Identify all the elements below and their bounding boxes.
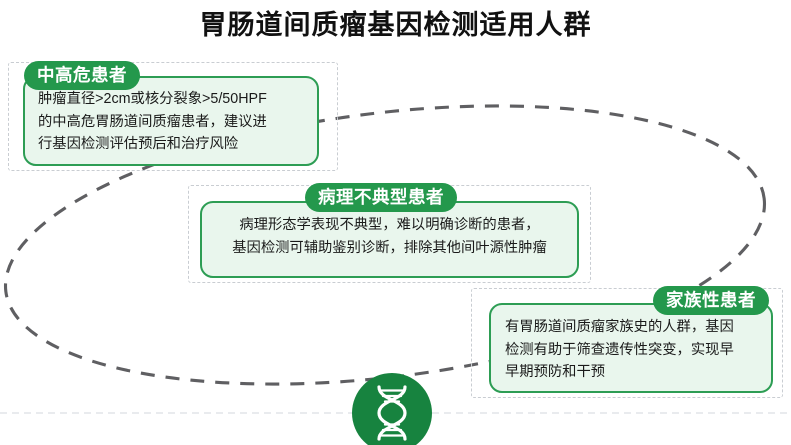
dna-helix-icon — [352, 373, 432, 445]
card-dashed-boundary — [8, 62, 338, 171]
card-body-text: 有胃肠道间质瘤家族史的人群，基因 检测有助于筛查遗传性突变，实现早 早期预防和干… — [489, 303, 773, 393]
dna-helix-glyph — [377, 385, 407, 441]
card-group-high-risk: 肿瘤直径>2cm或核分裂象>5/50HPF 的中高危胃肠道间质瘤患者，建议进 行… — [8, 61, 338, 171]
card-badge-atypical-pathology[interactable]: 病理不典型患者 — [305, 183, 457, 212]
card-body-text: 肿瘤直径>2cm或核分裂象>5/50HPF 的中高危胃肠道间质瘤患者，建议进 行… — [23, 76, 319, 166]
card-group-familial: 有胃肠道间质瘤家族史的人群，基因 检测有助于筛查遗传性突变，实现早 早期预防和干… — [471, 286, 783, 398]
card-dashed-boundary — [471, 288, 783, 398]
card-body-text: 病理形态学表现不典型，难以明确诊断的患者， 基因检测可辅助鉴别诊断，排除其他间叶… — [200, 201, 579, 278]
card-badge-high-risk[interactable]: 中高危患者 — [24, 61, 140, 90]
page-title: 胃肠道间质瘤基因检测适用人群 — [199, 10, 592, 40]
card-group-atypical-pathology: 病理形态学表现不典型，难以明确诊断的患者， 基因检测可辅助鉴别诊断，排除其他间叶… — [188, 183, 591, 283]
card-badge-familial[interactable]: 家族性患者 — [653, 286, 769, 315]
